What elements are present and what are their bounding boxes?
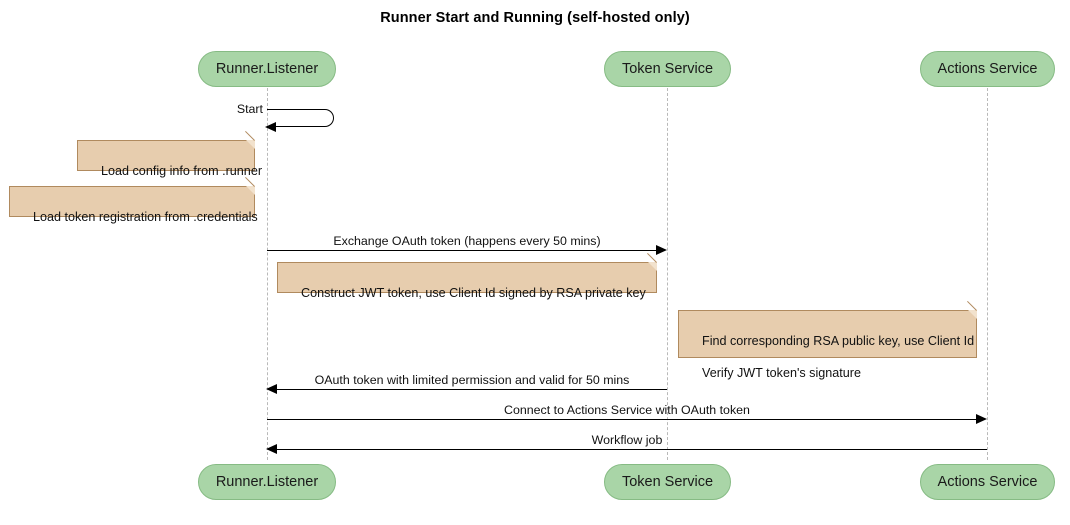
- message-line-workflow: [277, 449, 987, 450]
- message-arrowhead-workflow: [266, 444, 277, 454]
- note-fold-icon: [246, 186, 255, 195]
- participant-label: Runner.Listener: [215, 474, 319, 490]
- participant-token-top[interactable]: Token Service: [604, 51, 731, 87]
- participant-actions-top[interactable]: Actions Service: [920, 51, 1055, 87]
- lifeline-actions: [987, 88, 988, 460]
- participant-runner-top[interactable]: Runner.Listener: [198, 51, 336, 87]
- note-text-line2: Verify JWT token's signature: [702, 366, 861, 380]
- participant-label: Token Service: [621, 61, 714, 77]
- participant-label: Runner.Listener: [215, 61, 319, 77]
- participant-label: Token Service: [621, 474, 714, 490]
- note-verify-jwt: Find corresponding RSA public key, use C…: [678, 300, 977, 380]
- message-arrowhead-start: [265, 122, 276, 132]
- message-label-exchange: Exchange OAuth token (happens every 50 m…: [333, 234, 601, 248]
- message-label-start: Start: [236, 102, 263, 116]
- message-line-connect: [267, 419, 977, 420]
- note-load-credentials: Load token registration from .credential…: [9, 176, 258, 224]
- message-line-oauth-token: [277, 389, 667, 390]
- note-fold-icon: [246, 140, 255, 149]
- message-label-connect: Connect to Actions Service with OAuth to…: [504, 403, 750, 417]
- note-text: Load token registration from .credential…: [33, 210, 258, 224]
- participant-runner-bottom[interactable]: Runner.Listener: [198, 464, 336, 500]
- lifeline-token: [667, 88, 668, 460]
- note-construct-jwt: Construct JWT token, use Client Id signe…: [277, 252, 657, 300]
- message-arrowhead-oauth-token: [266, 384, 277, 394]
- participant-label: Actions Service: [937, 474, 1038, 490]
- note-fold-icon: [648, 262, 657, 271]
- note-text: Load config info from .runner: [101, 164, 263, 178]
- participant-actions-bottom[interactable]: Actions Service: [920, 464, 1055, 500]
- note-text-line1: Find corresponding RSA public key, use C…: [702, 334, 975, 348]
- diagram-title: Runner Start and Running (self-hosted on…: [380, 10, 690, 26]
- participant-token-bottom[interactable]: Token Service: [604, 464, 731, 500]
- message-self-loop-start: [267, 109, 334, 127]
- message-line-exchange: [267, 250, 657, 251]
- message-label-oauth-token: OAuth token with limited permission and …: [314, 373, 630, 387]
- note-text: Construct JWT token, use Client Id signe…: [301, 286, 646, 300]
- lifeline-runner: [267, 88, 268, 460]
- message-arrowhead-exchange: [656, 245, 667, 255]
- message-arrowhead-connect: [976, 414, 987, 424]
- participant-label: Actions Service: [937, 61, 1038, 77]
- message-label-workflow: Workflow job: [591, 433, 663, 447]
- note-fold-icon: [968, 310, 977, 319]
- note-load-config: Load config info from .runner: [77, 130, 262, 178]
